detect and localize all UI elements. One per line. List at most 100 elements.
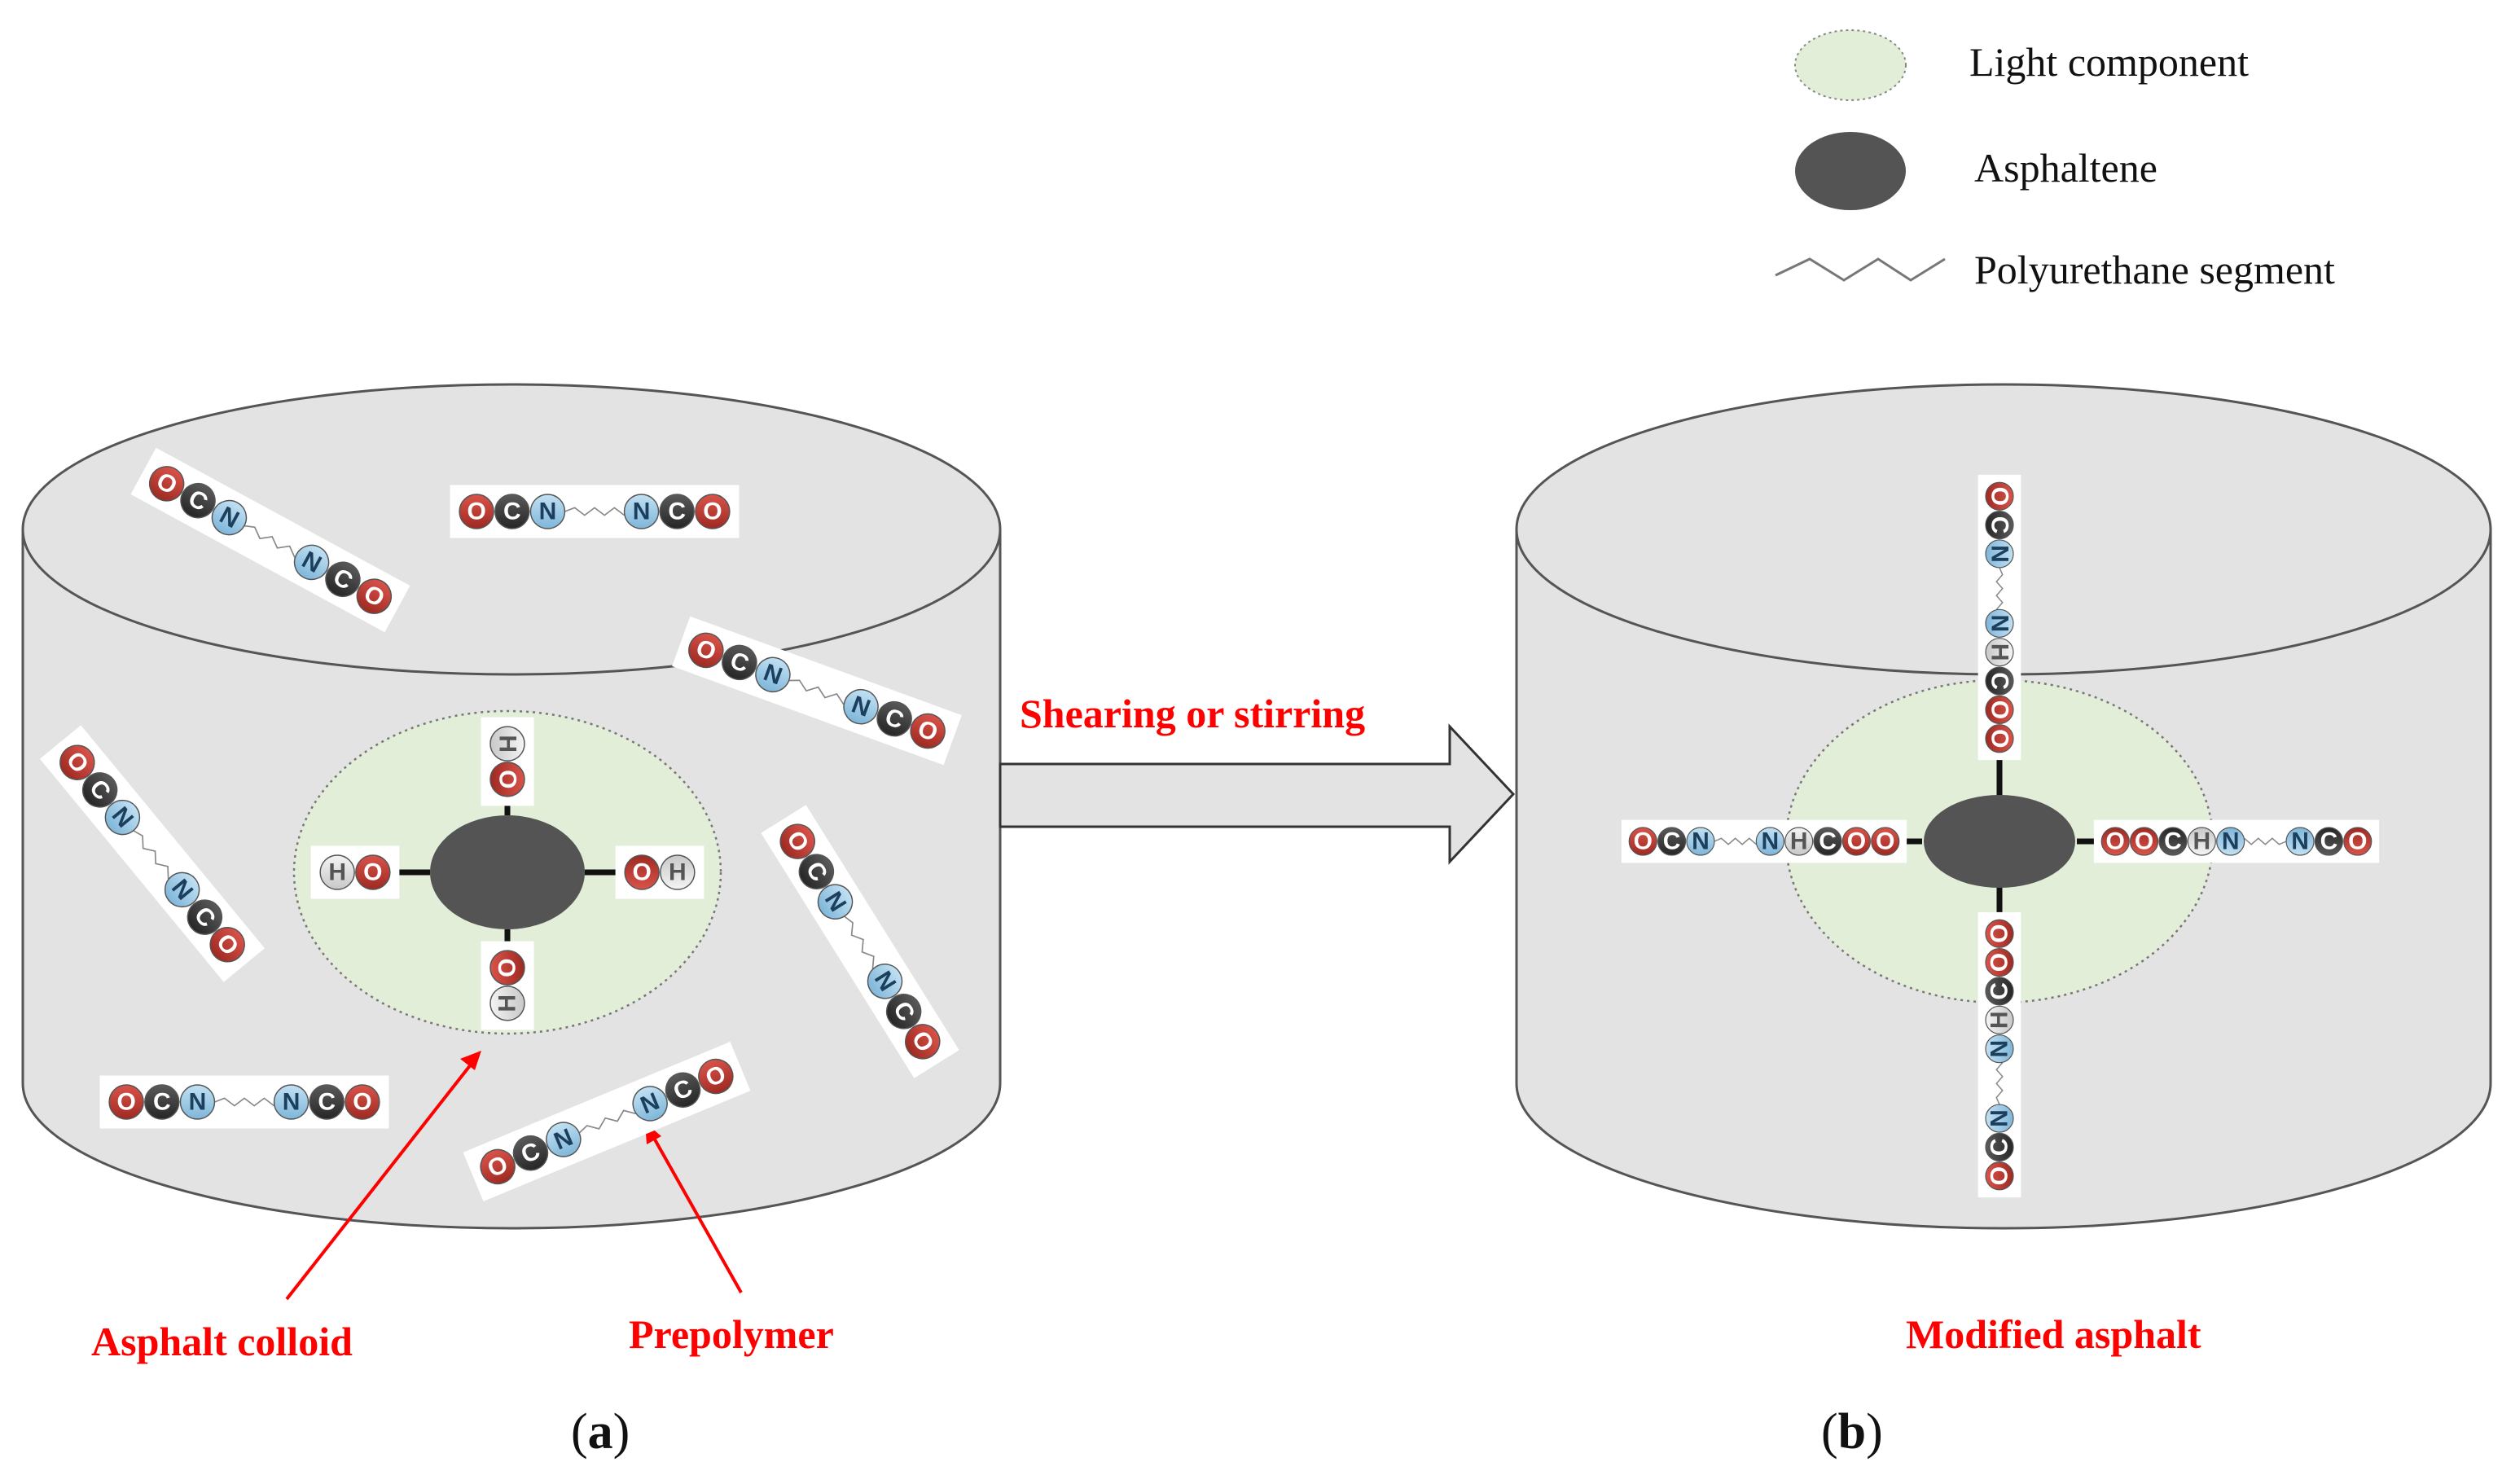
carbon-atom-symbol: C: [2164, 828, 2182, 855]
asphalt-colloid-pointer: [285, 1059, 476, 1301]
carbon-atom-shape: [798, 854, 835, 889]
carbon-atom-symbol: C: [2320, 828, 2338, 855]
nitrogen-atom-symbol: N: [283, 1089, 301, 1116]
process-label: Shearing or stirring: [1020, 691, 1365, 736]
carbon-atom: C: [722, 644, 757, 681]
nitrogen-atom-shape: [529, 494, 566, 529]
carbon-atom: C: [309, 1084, 345, 1120]
nitrogen-atom: N: [1985, 1034, 2014, 1064]
carbon-atom: C: [665, 1072, 701, 1108]
oxygen-atom: O: [1985, 919, 2014, 948]
legend: Light component Asphaltene Polyurethane …: [1775, 29, 2335, 292]
nitrogen-atom: N: [1755, 827, 1784, 856]
carbon-atom-shape: [2314, 827, 2343, 856]
oxygen-atom-shape: [2343, 827, 2373, 856]
nitrogen-atom-shape: [632, 1086, 668, 1122]
carbon-atom-symbol: C: [153, 1089, 171, 1116]
carbon-atom: C: [1813, 827, 1842, 856]
legend-polyurethane-label: Polyurethane segment: [1974, 247, 2335, 292]
panel-a-label: (a): [571, 1404, 630, 1460]
oxygen-atom-symbol: O: [632, 859, 651, 886]
hydrogen-atom: H: [1784, 827, 1814, 856]
oxygen-atom: O: [779, 823, 815, 859]
polyurethane-segment: [1995, 1062, 2004, 1105]
oxygen-atom-shape: [910, 713, 946, 749]
nitrogen-atom-shape: [211, 499, 248, 536]
hydrogen-atom-shape: [660, 854, 696, 890]
oxygen-atom-shape: [1985, 724, 2014, 753]
carbon-atom: C: [2158, 827, 2188, 856]
carbon-atom-shape: [1657, 827, 1687, 856]
nitrogen-atom-symbol: N: [1986, 614, 2013, 632]
nitrogen-atom: N: [529, 494, 566, 529]
carbon-atom: C: [1657, 827, 1687, 856]
carbon-atom-shape: [665, 1072, 701, 1108]
nitrogen-atom-symbol: N: [1692, 828, 1710, 855]
legend-polyurethane-swatch: [1775, 257, 1946, 282]
nitrogen-atom: N: [623, 494, 660, 529]
carbon-atom-symbol: C: [318, 1089, 336, 1116]
oxygen-atom-symbol: O: [353, 1089, 371, 1116]
oxygen-atom: O: [480, 1148, 516, 1185]
carbon-atom-shape: [1813, 827, 1842, 856]
carbon-atom-symbol: C: [1986, 672, 2013, 690]
hydrogen-atom-symbol: H: [494, 994, 521, 1012]
nitrogen-atom: N: [1686, 827, 1715, 856]
oxygen-atom: O: [624, 854, 660, 890]
nitrogen-atom-symbol: N: [2291, 828, 2309, 855]
carbon-atom: C: [1985, 977, 2014, 1006]
carbon-atom: C: [2314, 827, 2343, 856]
oxygen-atom-symbol: O: [2135, 828, 2153, 855]
nitrogen-atom-symbol: N: [1986, 545, 2013, 563]
nitrogen-atom: N: [817, 884, 854, 920]
carbon-atom: C: [180, 482, 216, 519]
nitrogen-atom-symbol: N: [633, 498, 651, 525]
nitrogen-atom: N: [2285, 827, 2315, 856]
legend-light-component-swatch: [1794, 29, 1907, 101]
carbon-atom-shape: [494, 494, 530, 529]
oxygen-atom-shape: [148, 466, 185, 502]
oxygen-atom-shape: [624, 854, 660, 890]
carbon-atom-shape: [81, 772, 118, 808]
hydroxyl-group-right: HO: [615, 845, 705, 899]
hydrogen-atom: H: [2187, 827, 2216, 856]
hydrogen-atom: H: [489, 986, 525, 1021]
nitrogen-atom-symbol: N: [1986, 1109, 2013, 1127]
nitrogen-atom-symbol: N: [539, 498, 557, 525]
oxygen-atom: O: [1628, 827, 1657, 856]
nitrogen-atom: N: [1985, 1104, 2014, 1133]
nitrogen-atom-shape: [273, 1084, 309, 1120]
nitrogen-atom-shape: [293, 544, 330, 581]
oxygen-atom-shape: [489, 762, 525, 797]
nitrogen-atom: N: [1985, 539, 2014, 569]
hydrogen-atom: H: [489, 726, 525, 762]
panel-a-open-paren: (: [571, 1404, 588, 1460]
nitrogen-atom-shape: [1985, 539, 2014, 569]
oxygen-atom-shape: [688, 632, 724, 669]
carbon-atom: C: [325, 561, 361, 598]
oxygen-atom-shape: [1985, 919, 2014, 948]
oxygen-atom-symbol: O: [1634, 828, 1653, 855]
nitrogen-atom-shape: [867, 964, 903, 999]
asphaltene-b: [1924, 795, 2075, 888]
carbon-atom-shape: [512, 1135, 549, 1171]
nitrogen-atom: N: [2216, 827, 2245, 856]
hydrogen-atom-shape: [489, 726, 525, 762]
oxygen-atom-symbol: O: [1847, 828, 1866, 855]
oxygen-atom: O: [2100, 827, 2130, 856]
carbon-atom-shape: [1985, 1132, 2014, 1161]
carbon-atom: C: [1985, 511, 2014, 540]
hydrogen-atom: H: [660, 854, 696, 890]
carbon-atom: C: [81, 772, 118, 808]
asphaltene-a: [430, 815, 585, 929]
oxygen-atom-shape: [480, 1148, 516, 1185]
oxygen-atom-symbol: O: [2348, 828, 2367, 855]
panel-a-letter: a: [588, 1404, 613, 1460]
hydrogen-atom-shape: [1985, 638, 2014, 667]
oxygen-atom-shape: [1871, 827, 1900, 856]
